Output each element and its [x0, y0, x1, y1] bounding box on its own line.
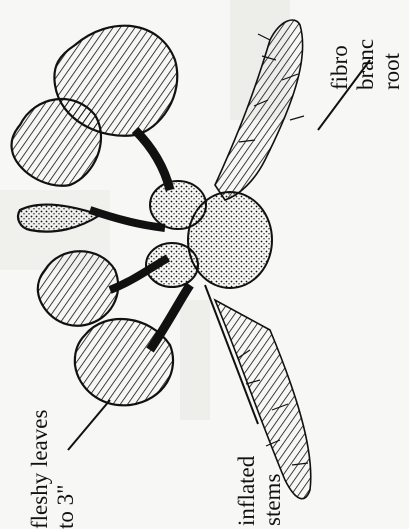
- label-inflated-stems: inflated stems: [234, 455, 285, 526]
- svg-text:inflated: inflated: [234, 455, 259, 526]
- svg-text:branc: branc: [353, 39, 378, 90]
- leaves-leader-line: [68, 400, 110, 450]
- svg-text:stems: stems: [260, 474, 285, 526]
- svg-text:to 3": to 3": [53, 484, 78, 529]
- svg-text:fibro: fibro: [327, 45, 352, 90]
- svg-text:root: root: [379, 52, 404, 90]
- svg-text:fleshy leaves: fleshy leaves: [27, 410, 52, 529]
- label-fibrous-roots: fibro branc root: [327, 39, 404, 90]
- label-fleshy-leaves: fleshy leaves to 3": [27, 410, 78, 529]
